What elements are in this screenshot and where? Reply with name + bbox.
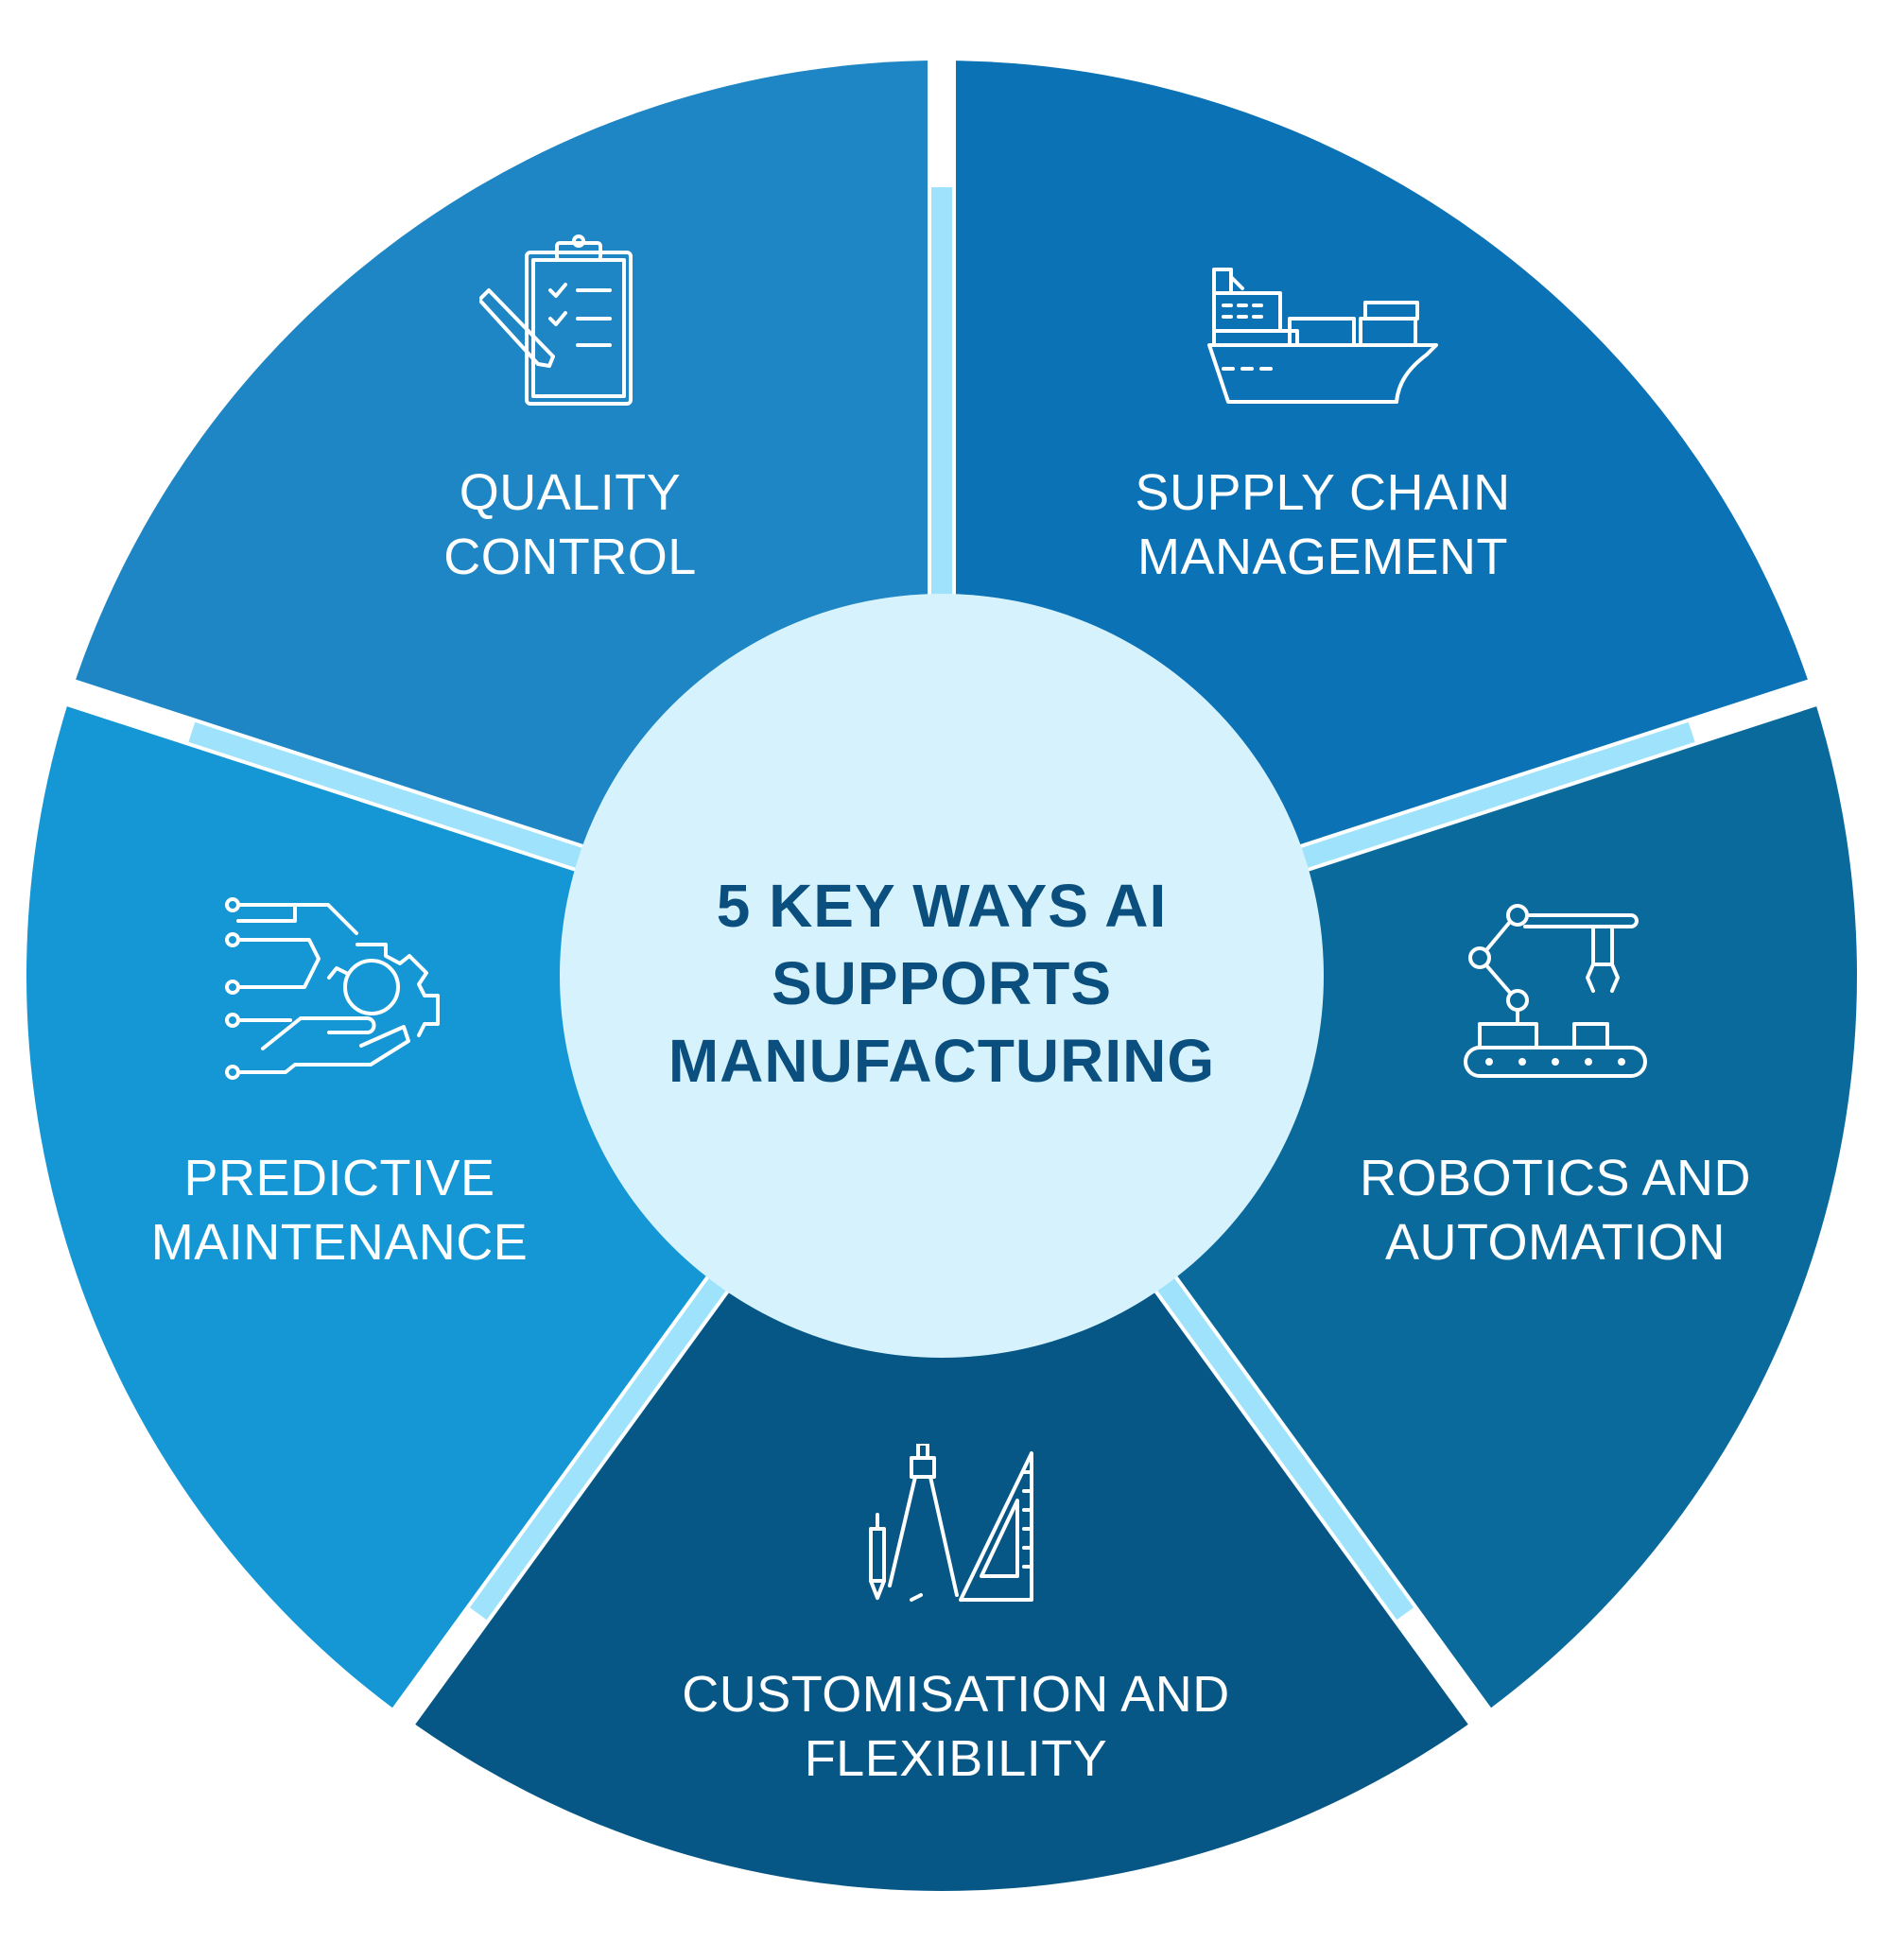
segment-label-customisation: CUSTOMISATION AND FLEXIBILITY [682,1662,1230,1791]
segment-label-predictive: PREDICTIVE MAINTENANCE [151,1146,529,1275]
cargo-ship-icon [1205,260,1441,411]
segment-label-supply-chain: SUPPLY CHAIN MANAGEMENT [1135,460,1510,589]
label-line: FLEXIBILITY [804,1730,1108,1787]
label-line: ROBOTICS AND [1359,1150,1752,1206]
segment-label-quality-control: QUALITY CONTROL [443,460,697,589]
compass-set-square-icon [866,1444,1046,1604]
label-line: QUALITY [459,464,682,521]
segment-customisation [404,976,1480,1891]
center-circle [560,594,1324,1358]
clipboard-checklist-icon [479,234,640,413]
label-line: CONTROL [443,529,697,585]
label-line: SUPPLY CHAIN [1135,464,1511,521]
title-line-2: SUPPORTS [771,949,1113,1017]
label-line: PREDICTIVE [183,1150,495,1206]
center-title: 5 KEY WAYS AI SUPPORTS MANUFACTURING [668,867,1215,1100]
segment-label-robotics: ROBOTICS AND AUTOMATION [1360,1146,1751,1275]
hand-gear-circuit-icon [225,897,452,1086]
title-line-3: MANUFACTURING [668,1027,1216,1095]
label-line: MAINTENANCE [150,1214,529,1271]
title-line-1: 5 KEY WAYS AI [716,872,1168,940]
label-line: CUSTOMISATION AND [682,1666,1230,1723]
label-line: MANAGEMENT [1136,529,1509,585]
robot-arm-conveyor-icon [1461,901,1650,1090]
label-line: AUTOMATION [1384,1214,1726,1271]
